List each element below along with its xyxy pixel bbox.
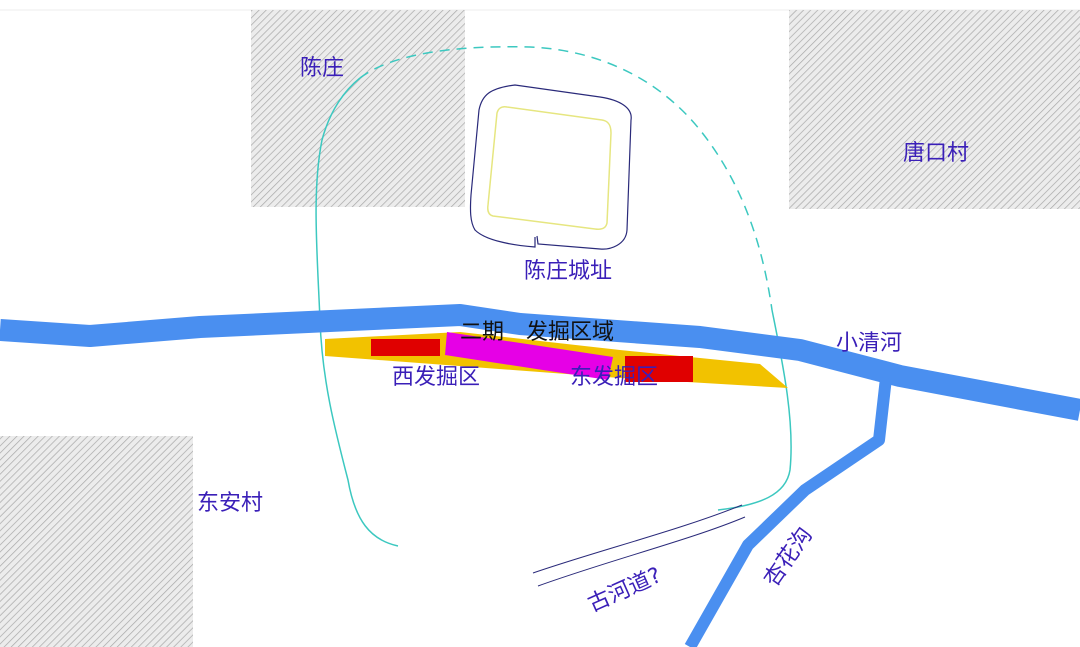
label-phase2: 二期 发掘区域 [460,320,614,345]
label-old-channel: 古河道? [584,563,665,617]
label-site: 陈庄城址 [524,259,612,284]
village-area-tangkou [789,10,1080,209]
east-excavation-pit [625,356,693,382]
boundary-line-dashed [359,46,773,311]
village-area-chenzhuang [251,10,465,207]
city-wall-outline [469,84,632,250]
label-west-area: 西发掘区 [392,365,480,390]
old-channel-line [532,504,743,574]
label-chenzhuang: 陈庄 [300,56,344,81]
phase2-excavation-area [445,332,613,380]
west-excavation-pit [371,339,440,356]
label-dongan: 东安村 [197,491,263,516]
city-inner-outline [487,106,612,230]
village-area-dongan [0,436,193,647]
label-xiaoqing-river: 小清河 [836,331,902,356]
label-east-area: 东发掘区 [570,365,658,390]
river-xiaoqing [0,304,1080,421]
label-tangkou: 唐口村 [903,141,969,166]
river-xinghua [684,377,892,647]
old-channel-line [537,516,746,587]
